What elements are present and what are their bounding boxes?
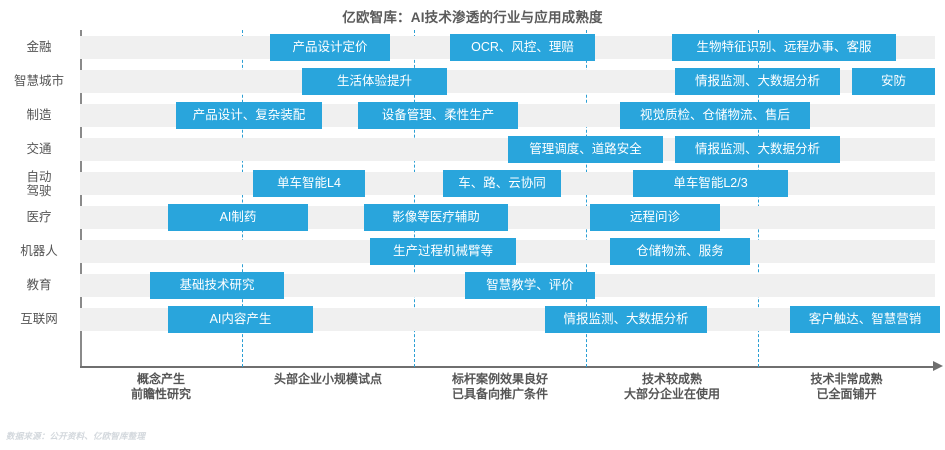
row-label-line: 金融	[26, 40, 52, 54]
x-axis-line	[80, 366, 935, 368]
application-bar[interactable]: 单车智能L2/3	[633, 170, 788, 197]
row-label-line: 医疗	[26, 210, 52, 224]
application-bar[interactable]: AI制药	[168, 204, 308, 231]
application-bar[interactable]: 影像等医疗辅助	[364, 204, 508, 231]
table-row: 生活体验提升 情报监测、大数据分析安防	[80, 68, 935, 95]
row-label-机器人: 机器人	[2, 244, 76, 258]
row-label-line: 互联网	[20, 312, 58, 326]
application-bar[interactable]: 生活体验提升	[302, 68, 447, 95]
application-bar[interactable]: 仓储物流、服务	[610, 238, 750, 265]
table-row: AI内容产生 情报监测、大数据分析 客户触达、智慧营销	[80, 306, 940, 333]
stage-divider-4	[758, 30, 759, 367]
application-bar[interactable]: 情报监测、大数据分析	[675, 68, 840, 95]
row-label-line: 智慧城市	[13, 74, 64, 88]
stage-divider-1	[242, 30, 243, 367]
stage-label-line: 技术非常成熟	[810, 372, 883, 386]
application-bar[interactable]: 产品设计、复杂装配	[176, 102, 322, 129]
stage-label-line: 概念产生	[136, 372, 185, 386]
application-bar[interactable]: 远程问诊	[590, 204, 720, 231]
stage-label-line: 标杆案例效果良好	[451, 372, 548, 386]
row-label-互联网: 互联网	[2, 312, 76, 326]
y-axis-line	[80, 30, 82, 366]
application-bar[interactable]: OCR、风控、理赔	[450, 34, 595, 61]
row-label-line: 制造	[26, 108, 52, 122]
table-row: 产品设计、复杂装配 设备管理、柔性生产 视觉质检、仓储物流、售后	[80, 102, 935, 129]
table-row: 单车智能L4 车、路、云协同 单车智能L2/3	[80, 170, 935, 197]
stage-label-5: 技术非常成熟已全面铺开	[747, 372, 945, 402]
application-bar[interactable]: 智慧教学、评价	[465, 272, 595, 299]
stage-label-2: 头部企业小规模试点	[228, 372, 428, 387]
application-bar[interactable]: 安防	[852, 68, 935, 95]
row-label-line: 交通	[26, 142, 52, 156]
stage-label-line: 技术较成熟	[641, 372, 702, 386]
row-label-教育: 教育	[2, 278, 76, 292]
row-label-line: 驾驶	[26, 184, 52, 198]
table-row: 产品设计定价 OCR、风控、理赔 生物特征识别、远程办事、客服	[80, 34, 935, 61]
row-label-医疗: 医疗	[2, 210, 76, 224]
application-bar[interactable]: 客户触达、智慧营销	[790, 306, 940, 333]
row-label-line: 机器人	[20, 244, 58, 258]
application-bar[interactable]: 产品设计定价	[270, 34, 390, 61]
row-label-line: 自动	[26, 170, 52, 184]
stage-label-line: 前瞻性研究	[130, 387, 191, 401]
row-label-自动驾驶: 自动驾驶	[2, 170, 76, 198]
application-bar[interactable]: 设备管理、柔性生产	[358, 102, 518, 129]
application-bar[interactable]: AI内容产生	[168, 306, 313, 333]
application-bar[interactable]: 管理调度、道路安全	[508, 136, 663, 163]
x-axis-arrow-icon	[933, 361, 943, 371]
row-label-智慧城市: 智慧城市	[2, 74, 76, 88]
application-bar[interactable]: 生物特征识别、远程办事、客服	[672, 34, 896, 61]
stage-divider-3	[586, 30, 587, 367]
stage-label-line: 已具备向推广条件	[451, 387, 548, 401]
application-bar[interactable]: 生产过程机械臂等	[370, 238, 516, 265]
row-label-交通: 交通	[2, 142, 76, 156]
table-row: 生产过程机械臂等 仓储物流、服务	[80, 238, 935, 265]
stage-label-1: 概念产生前瞻性研究	[61, 372, 261, 402]
table-row: AI制药 影像等医疗辅助 远程问诊	[80, 204, 935, 231]
application-bar[interactable]: 情报监测、大数据分析	[675, 136, 840, 163]
application-bar[interactable]: 基础技术研究	[150, 272, 284, 299]
stage-label-line: 头部企业小规模试点	[273, 372, 382, 386]
row-label-line: 教育	[26, 278, 52, 292]
stage-label-line: 大部分企业在使用	[623, 387, 720, 401]
application-bar[interactable]: 车、路、云协同	[443, 170, 561, 197]
source-note: 数据来源：公开资料、亿欧智库整理	[6, 431, 146, 441]
stage-label-3: 标杆案例效果良好已具备向推广条件	[400, 372, 600, 402]
table-row: 基础技术研究 智慧教学、评价	[80, 272, 935, 299]
row-label-制造: 制造	[2, 108, 76, 122]
row-label-金融: 金融	[2, 40, 76, 54]
application-bar[interactable]: 视觉质检、仓储物流、售后	[620, 102, 810, 129]
stage-label-line: 已全面铺开	[816, 387, 877, 401]
table-row: 管理调度、道路安全情报监测、大数据分析	[80, 136, 935, 163]
page-title: 亿欧智库：AI技术渗透的行业与应用成熟度	[342, 10, 603, 25]
application-bar[interactable]: 情报监测、大数据分析	[545, 306, 707, 333]
stage-label-4: 技术较成熟大部分企业在使用	[572, 372, 772, 402]
application-bar[interactable]: 单车智能L4	[253, 170, 365, 197]
stage-divider-2	[414, 30, 415, 367]
